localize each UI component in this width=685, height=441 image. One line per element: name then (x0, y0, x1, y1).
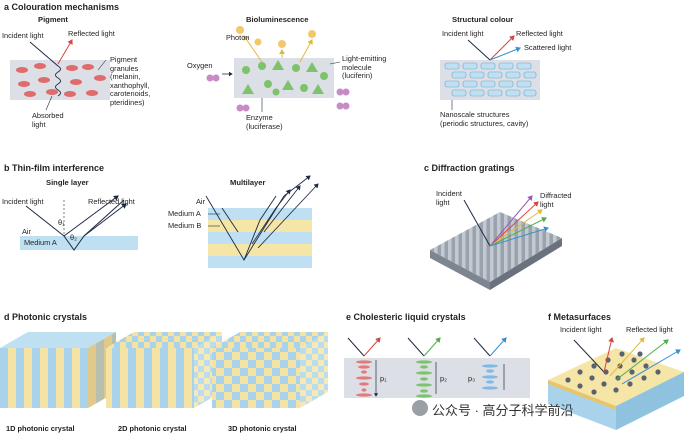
thin-film-single-layer (20, 195, 138, 251)
wechat-icon (412, 400, 428, 416)
multilayer-title: Multilayer (230, 178, 266, 187)
photonic-3d-caption: 3D photonic crystal (228, 424, 297, 433)
luciferase-label: Enzyme (luciferase) (246, 113, 283, 131)
panel-e-heading: e Cholesteric liquid crystals (346, 312, 466, 322)
multi-medium-a-label: Medium A (168, 209, 201, 218)
photon-label: Photon (226, 33, 250, 42)
panel-c-title: Diffraction gratings (431, 163, 515, 173)
panel-d-title: Photonic crystals (12, 312, 88, 322)
luciferin-label: Light-emitting molecule (luciferin) (342, 54, 387, 81)
single-layer-title: Single layer (46, 178, 89, 187)
panel-f-letter: f (548, 312, 551, 322)
pigment-granules-label: Pigment granules (melanin, xanthophyll, … (110, 55, 151, 107)
bioluminescence-title: Bioluminescence (246, 15, 309, 24)
panel-e-letter: e (346, 312, 352, 322)
bioluminescence-diagram (206, 26, 350, 112)
panel-a-title: Colouration mechanisms (11, 2, 120, 12)
panel-a-heading: a Colouration mechanisms (4, 2, 119, 12)
single-incident-label: Incident light (2, 197, 44, 206)
structural-colour-diagram (440, 35, 540, 110)
structural-colour-title: Structural colour (452, 15, 514, 24)
theta1-label: θ₁ (58, 218, 65, 227)
pitch-p3-label: p₃ (468, 374, 476, 383)
pigment-reflected-label: Reflected light (68, 29, 115, 38)
pitch-p2-label: p₂ (440, 374, 447, 383)
photonic-crystal-3d (212, 332, 328, 408)
structural-reflected-label: Reflected light (516, 29, 563, 38)
multi-medium-b-label: Medium B (168, 221, 202, 230)
panel-f-title: Metasurfaces (553, 312, 612, 322)
pigment-title: Pigment (38, 15, 68, 24)
panel-d-letter: d (4, 312, 10, 322)
structural-incident-label: Incident light (442, 29, 484, 38)
single-air-label: Air (22, 227, 32, 236)
watermark-text: 公众号 · 高分子科学前沿 (432, 403, 574, 418)
panel-d-heading: d Photonic crystals (4, 312, 87, 322)
single-reflected-label: Reflected light (88, 197, 135, 206)
theta2-label: θ₂ (70, 233, 77, 242)
panel-c-letter: c (424, 163, 430, 173)
meta-reflected-label: Reflected light (626, 325, 673, 334)
cholesteric-liquid-crystals (344, 337, 530, 398)
pigment-incident-label: Incident light (2, 31, 44, 40)
photonic-crystal-1d (0, 332, 116, 408)
panel-e-title: Cholesteric liquid crystals (353, 312, 466, 322)
nanoscale-structures-label: Nanoscale structures (periodic structure… (440, 110, 529, 128)
photonic-1d-caption: 1D photonic crystal (6, 424, 75, 433)
panel-a-letter: a (4, 2, 10, 12)
pitch-p1-label: p₁ (380, 374, 387, 383)
panel-b-title: Thin-film interference (12, 163, 105, 173)
meta-incident-label: Incident light (560, 325, 602, 334)
panel-c-heading: c Diffraction gratings (424, 163, 515, 173)
photonic-crystal-2d (106, 332, 222, 408)
grating-incident-label: Incident light (436, 189, 462, 207)
diffraction-grating (430, 195, 562, 290)
panel-f-heading: f Metasurfaces (548, 312, 611, 322)
thin-film-multilayer (205, 175, 319, 268)
single-medium-label: Medium A (24, 238, 57, 247)
panel-b-heading: b Thin-film interference (4, 163, 104, 173)
multi-air-label: Air (196, 197, 206, 206)
photonic-2d-caption: 2D photonic crystal (118, 424, 187, 433)
panel-b-letter: b (4, 163, 10, 173)
absorbed-light-label: Absorbed light (32, 111, 64, 129)
scattered-light-label: Scattered light (524, 43, 572, 52)
diffracted-light-label: Diffracted light (540, 191, 572, 209)
pigment-diagram (10, 39, 110, 111)
oxygen-label: Oxygen (187, 61, 213, 70)
metasurface (548, 337, 684, 430)
